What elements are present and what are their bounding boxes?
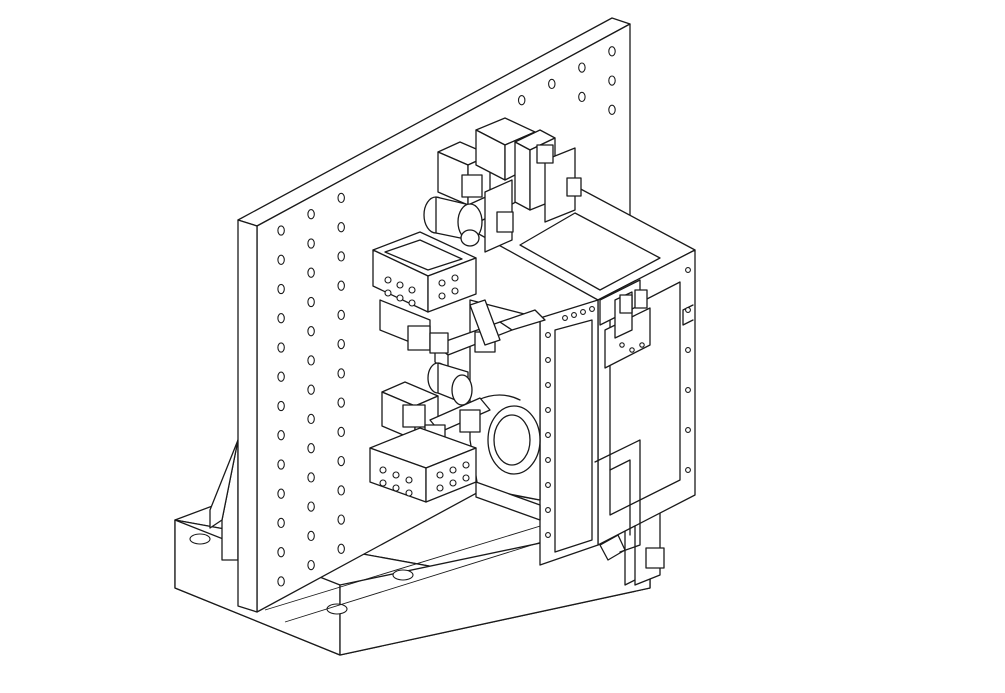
plate-hole — [337, 485, 345, 496]
workpiece-frame — [467, 177, 696, 566]
plate-hole — [307, 238, 315, 249]
plate-hole — [337, 397, 345, 408]
plate-hole — [307, 296, 315, 308]
plate-hole — [578, 91, 586, 103]
frame-hole — [685, 387, 691, 393]
frame-hole — [685, 307, 691, 313]
upper-clamp — [423, 117, 582, 253]
frame-hole — [545, 507, 551, 513]
plate-hole — [307, 501, 315, 512]
plate-hole — [277, 342, 285, 353]
frame-hole — [685, 267, 691, 273]
plate-hole — [307, 443, 315, 454]
frame-hole — [571, 312, 577, 318]
plate-hole — [337, 514, 345, 525]
frame-hole — [545, 482, 551, 488]
plate-hole — [337, 543, 345, 554]
plate-hole-grid — [277, 46, 616, 587]
plate-hole — [307, 355, 315, 366]
plate-hole — [307, 559, 315, 571]
plate-hole — [337, 192, 345, 204]
plate-hole — [307, 209, 315, 220]
plate-hole — [277, 371, 285, 382]
plate-hole — [608, 104, 616, 115]
base-hole — [392, 569, 414, 581]
plate-hole — [277, 225, 285, 236]
plate-hole — [277, 576, 285, 587]
frame-hole-row — [545, 267, 691, 538]
plate-hole — [277, 488, 285, 499]
frame-hole — [545, 332, 551, 338]
frame-hole — [545, 357, 551, 363]
left-support-block-upper — [372, 231, 477, 351]
frame-hole — [545, 457, 551, 463]
plate-hole — [548, 78, 556, 90]
plate-hole — [337, 368, 345, 379]
plate-hole — [277, 547, 285, 558]
frame-hole — [685, 467, 691, 473]
plate-hole — [608, 75, 616, 86]
frame-hole — [589, 306, 595, 312]
plate-hole — [337, 280, 345, 291]
plate-hole — [277, 283, 285, 295]
plate-hole — [307, 530, 315, 542]
plate-hole — [337, 222, 345, 233]
frame-hole — [545, 532, 551, 538]
plate-hole — [307, 326, 315, 337]
plate-hole — [337, 426, 345, 438]
plate-hole — [578, 62, 586, 73]
plate-hole — [337, 251, 345, 262]
base-hole — [189, 533, 211, 545]
frame-hole — [545, 407, 551, 413]
middle-clamp — [429, 299, 546, 373]
plate-hole — [337, 338, 345, 350]
plate-hole — [608, 46, 616, 57]
support-gusset — [209, 439, 239, 561]
frame-hole — [580, 309, 586, 315]
plate-hole — [337, 455, 345, 467]
plate-hole — [307, 267, 315, 278]
plate-hole — [307, 413, 315, 425]
frame-hole — [545, 432, 551, 438]
frame-hole — [685, 427, 691, 433]
frame-hole — [562, 315, 568, 321]
plate-hole — [277, 430, 285, 441]
plate-hole — [307, 472, 315, 483]
plate-hole — [307, 384, 315, 395]
plate-hole — [277, 517, 285, 529]
plate-hole — [277, 254, 285, 265]
left-support-block-lower — [369, 427, 541, 521]
plate-hole — [277, 400, 285, 412]
plate-hole — [517, 95, 526, 106]
plate-hole — [337, 309, 345, 321]
plate-hole — [277, 459, 285, 470]
casting-body — [469, 299, 541, 501]
plate-hole — [277, 313, 285, 324]
frame-hole — [685, 347, 691, 353]
frame-hole — [545, 382, 551, 388]
